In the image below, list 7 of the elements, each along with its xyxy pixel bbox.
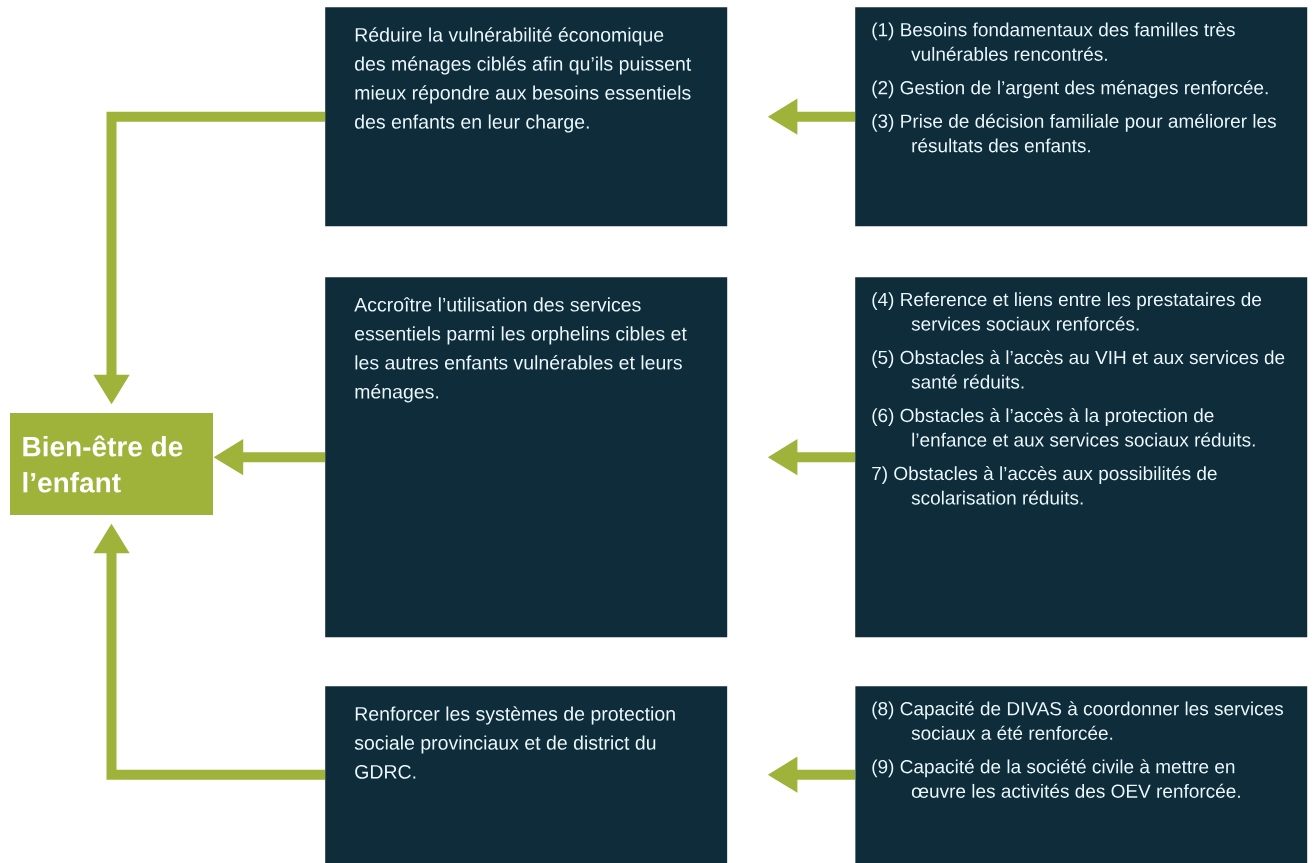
result-box: (8) Capacité de DIVAS à coordonner les services sociaux a été renforcée. (9) Capacité de la société civile à mettre en œuvre les activités des OEV renforcée. — [855, 686, 1308, 863]
objective-box: Réduire la vulnérabilité économique des ménages ciblés afin qu’ils puissent mieux répondre aux besoins essentiels des enfants en leur charge. — [325, 7, 728, 227]
goal-box: Bien-être de l’enfant — [10, 413, 213, 515]
result-box: (1) Besoins fondamentaux des familles très vulnérables rencontrés. (2) Gestion de l’argent des ménages renforcée. (3) Prise de décision familiale pour améliorer les résultats des enfants. — [855, 7, 1308, 227]
result-box: (4) Reference et liens entre les prestataires de services sociaux renforcés. (5) Obstacles à l’accès au VIH et aux services de santé réduits. (6) Obstacles à l’accès à la protection de l’enfance et aux services sociaux réduits. 7) Obstacles à l’accès aux possibilités de scolarisation réduits. — [855, 277, 1308, 638]
objective-box: Accroître l’utilisation des services essentiels parmi les orphelins cibles et les autres enfants vulnérables et leurs ménages. — [325, 277, 728, 638]
objective-box: Renforcer les systèmes de protection sociale provinciaux et de district du GDRC. — [325, 686, 728, 863]
